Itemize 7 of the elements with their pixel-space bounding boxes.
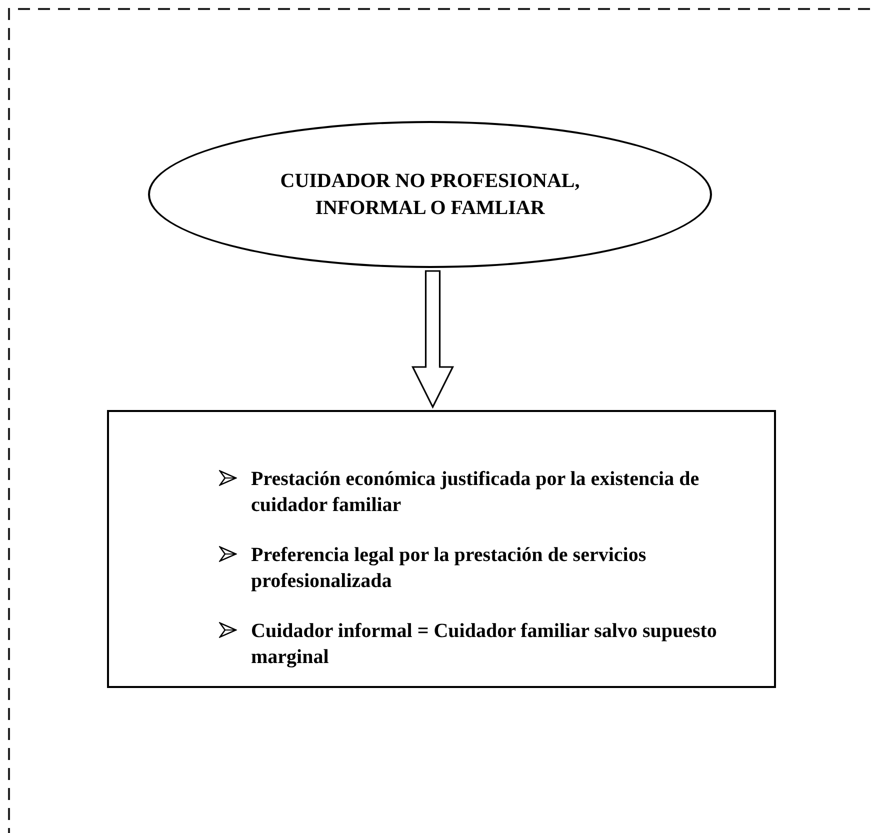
bullet-text: Cuidador informal = Cuidador familiar salvo supuesto marginal <box>251 619 718 670</box>
hollow-arrow <box>411 270 454 409</box>
bullet-list-box <box>107 410 776 688</box>
ellipse-label: CUIDADOR NO PROFESIONAL, INFORMAL O FAMLIAR <box>279 168 581 220</box>
bullet-text: Preferencia legal por la prestación de servicios profesionalizada <box>251 543 648 594</box>
bullet-text: Prestación económica justificada por la existencia de cuidador familiar <box>251 467 700 518</box>
ellipse-node <box>148 121 712 268</box>
